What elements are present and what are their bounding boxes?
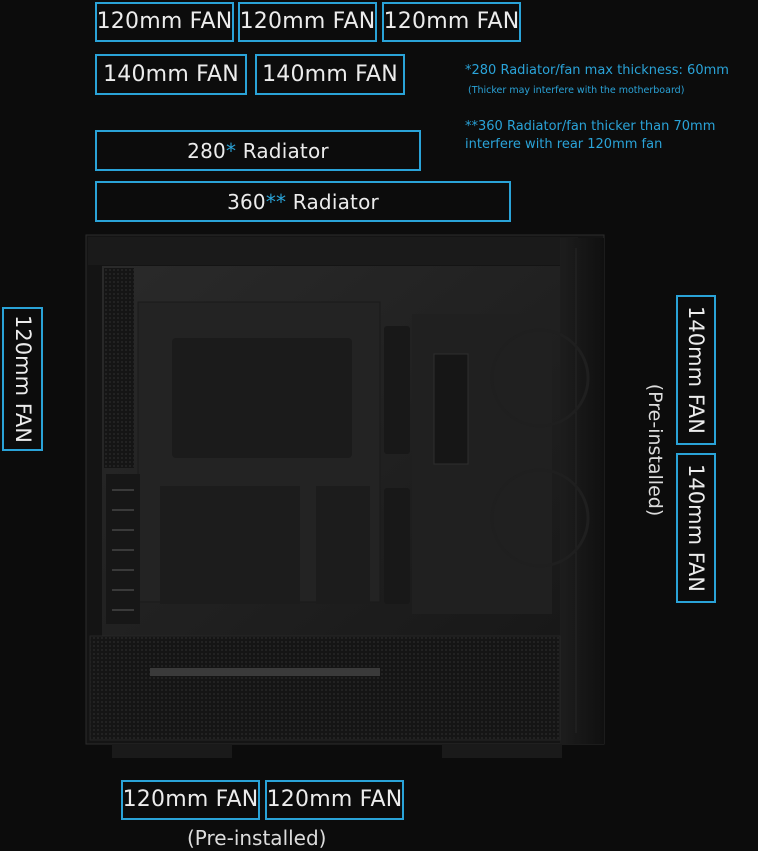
note-360-line-2: interfere with rear 120mm fan: [465, 137, 663, 152]
front-fan-2-label: 140mm FAN: [684, 464, 708, 592]
front-fans-preinstalled: (Pre-installed): [644, 383, 666, 517]
radiator-280-asterisk: *: [225, 138, 237, 163]
top-120mm-fan-1: 120mm FAN: [95, 2, 234, 42]
radiator-280-label: Radiator: [236, 138, 329, 163]
radiator-360-asterisk: **: [265, 189, 287, 214]
front-140mm-fan-2: 140mm FAN: [676, 453, 716, 603]
note-280-line-2: (Thicker may interfere with the motherbo…: [468, 85, 685, 96]
bottom-120mm-fan-1: 120mm FAN: [121, 780, 260, 820]
bottom-fans-preinstalled: (Pre-installed): [187, 826, 327, 850]
radiator-360-label: Radiator: [286, 189, 379, 214]
top-140mm-fan-1: 140mm FAN: [95, 54, 247, 95]
bottom-120mm-fan-2: 120mm FAN: [265, 780, 404, 820]
radiator-360-size: 360: [227, 189, 266, 214]
radiator-280-box: 280* Radiator: [95, 130, 421, 171]
top-120mm-fan-3: 120mm FAN: [382, 2, 521, 42]
top-140mm-fan-2: 140mm FAN: [255, 54, 405, 95]
radiator-280-size: 280: [187, 138, 226, 163]
front-140mm-fan-1: 140mm FAN: [676, 295, 716, 445]
pc-case-image: [85, 234, 605, 758]
note-280-line-1: *280 Radiator/fan max thickness: 60mm: [465, 63, 729, 78]
rear-fan-label: 120mm FAN: [10, 315, 35, 443]
radiator-360-box: 360** Radiator: [95, 181, 511, 222]
rear-120mm-fan: 120mm FAN: [2, 307, 43, 451]
front-fan-1-label: 140mm FAN: [684, 306, 708, 434]
note-360-line-1: **360 Radiator/fan thicker than 70mm: [465, 119, 716, 134]
top-120mm-fan-2: 120mm FAN: [238, 2, 377, 42]
